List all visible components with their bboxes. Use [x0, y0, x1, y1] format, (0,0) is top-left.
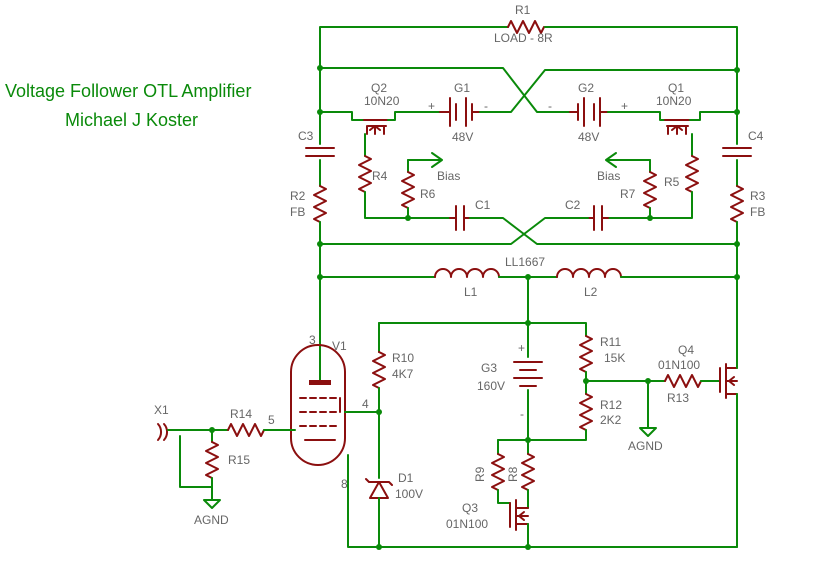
- r15-label: R15: [228, 453, 250, 467]
- capacitor-c3: C3: [298, 67, 335, 187]
- r3-value: FB: [750, 205, 765, 219]
- c3-label: C3: [298, 129, 314, 143]
- v1-pin4: 4: [362, 397, 369, 411]
- mosfet-q3: Q3 01N100: [446, 499, 529, 548]
- r2-label: R2: [290, 189, 306, 203]
- battery-g1: G1 48V + -: [428, 81, 501, 144]
- inductor-l1-l2: LL1667 L1 L2: [319, 255, 738, 324]
- capacitor-c1: C1: [449, 198, 738, 245]
- ll1667-label: LL1667: [505, 255, 545, 269]
- mosfet-q4: Q4 01N100: [658, 276, 738, 548]
- q1-label: Q1: [668, 81, 684, 95]
- r4-label: R4: [372, 169, 388, 183]
- g1-value: 48V: [452, 130, 473, 144]
- resistor-r9: R9: [473, 439, 511, 504]
- title-line-2: Michael J Koster: [65, 110, 198, 130]
- g2-label: G2: [578, 81, 594, 95]
- resistor-r14: R14: [227, 407, 296, 437]
- resistor-r13: R13 AGND: [585, 374, 721, 453]
- g1-minus: -: [484, 99, 488, 113]
- r14-label: R14: [230, 407, 252, 421]
- g2-minus: -: [548, 99, 552, 113]
- r2-value: FB: [290, 205, 305, 219]
- r5-label: R5: [664, 175, 680, 189]
- title-line-1: Voltage Follower OTL Amplifier: [5, 81, 251, 101]
- r3-label: R3: [750, 189, 766, 203]
- r7-label: R7: [620, 187, 636, 201]
- c2-label: C2: [565, 198, 581, 212]
- mosfet-q1: Q1 10N20: [649, 81, 738, 135]
- battery-g3: G3 160V + -: [477, 322, 543, 441]
- r12-value: 2K2: [600, 413, 622, 427]
- junction-dots: [209, 65, 740, 550]
- l1-label: L1: [464, 285, 478, 299]
- c1-label: C1: [475, 198, 491, 212]
- q3-value: 01N100: [446, 517, 488, 531]
- d1-value: 100V: [395, 487, 423, 501]
- q1-value: 10N20: [656, 94, 692, 108]
- potentiometer-r6: R6 Bias: [401, 152, 460, 219]
- v1-pin3: 3: [309, 333, 316, 347]
- r10-value: 4K7: [392, 367, 414, 381]
- l2-label: L2: [584, 285, 598, 299]
- capacitor-c2: C2: [319, 198, 609, 245]
- g2-value: 48V: [578, 130, 599, 144]
- g1-label: G1: [454, 81, 470, 95]
- c4-label: C4: [748, 129, 764, 143]
- q4-label: Q4: [678, 343, 694, 357]
- q3-label: Q3: [462, 501, 478, 515]
- vacuum-tube-v1: V1 3 4 5 8: [268, 276, 369, 491]
- resistor-r4: R4: [358, 133, 451, 219]
- battery-g2: G2 48V - +: [544, 81, 651, 144]
- g3-plus: +: [518, 341, 525, 355]
- r6-label: R6: [420, 187, 436, 201]
- r8-label: R8: [506, 466, 520, 482]
- q2-label: Q2: [371, 81, 387, 95]
- r11-label: R11: [600, 335, 621, 349]
- input-jack-x1: X1: [154, 403, 229, 488]
- r1-value: LOAD - 8R: [494, 31, 553, 45]
- mosfet-q2: Q2 10N20: [319, 81, 441, 135]
- v1-label: V1: [332, 339, 347, 353]
- v1-pin8: 8: [341, 477, 348, 491]
- bias-right-label: Bias: [597, 169, 620, 183]
- d1-label: D1: [398, 471, 414, 485]
- resistor-r15: R15 AGND: [194, 429, 250, 527]
- upper-crossover-wires: [319, 67, 738, 113]
- resistor-r1: R1 LOAD - 8R: [319, 3, 738, 71]
- resistor-r10: R10 4K7: [344, 322, 587, 479]
- bias-left-label: Bias: [437, 169, 460, 183]
- bottom-bus-wire: [347, 454, 738, 548]
- resistor-r5: R5: [607, 133, 699, 219]
- g3-value: 160V: [477, 379, 505, 393]
- resistor-r12: R12 2K2: [497, 393, 622, 441]
- r10-label: R10: [392, 351, 414, 365]
- potentiometer-r7: R7 Bias: [597, 152, 657, 219]
- x1-label: X1: [154, 403, 169, 417]
- agnd-right-label: AGND: [628, 439, 663, 453]
- resistor-r8: R8: [506, 439, 535, 509]
- g2-plus: +: [621, 99, 628, 113]
- r9-label: R9: [473, 466, 487, 482]
- g1-plus: +: [428, 99, 435, 113]
- r12-label: R12: [600, 398, 622, 412]
- r1-label: R1: [515, 3, 531, 17]
- r11-value: 15K: [604, 351, 625, 365]
- r13-label: R13: [667, 391, 689, 405]
- v1-pin5: 5: [268, 413, 275, 427]
- agnd-left-label: AGND: [194, 513, 229, 527]
- zener-diode-d1: D1 100V: [365, 471, 423, 548]
- capacitor-c4: C4: [722, 69, 764, 187]
- resistor-r11: R11 15K: [579, 335, 625, 395]
- resistor-r2: R2 FB: [290, 185, 327, 278]
- q4-value: 01N100: [658, 358, 700, 372]
- g3-minus: -: [520, 407, 524, 421]
- q2-value: 10N20: [364, 94, 400, 108]
- g3-label: G3: [481, 361, 497, 375]
- resistor-r3: R3 FB: [730, 185, 766, 278]
